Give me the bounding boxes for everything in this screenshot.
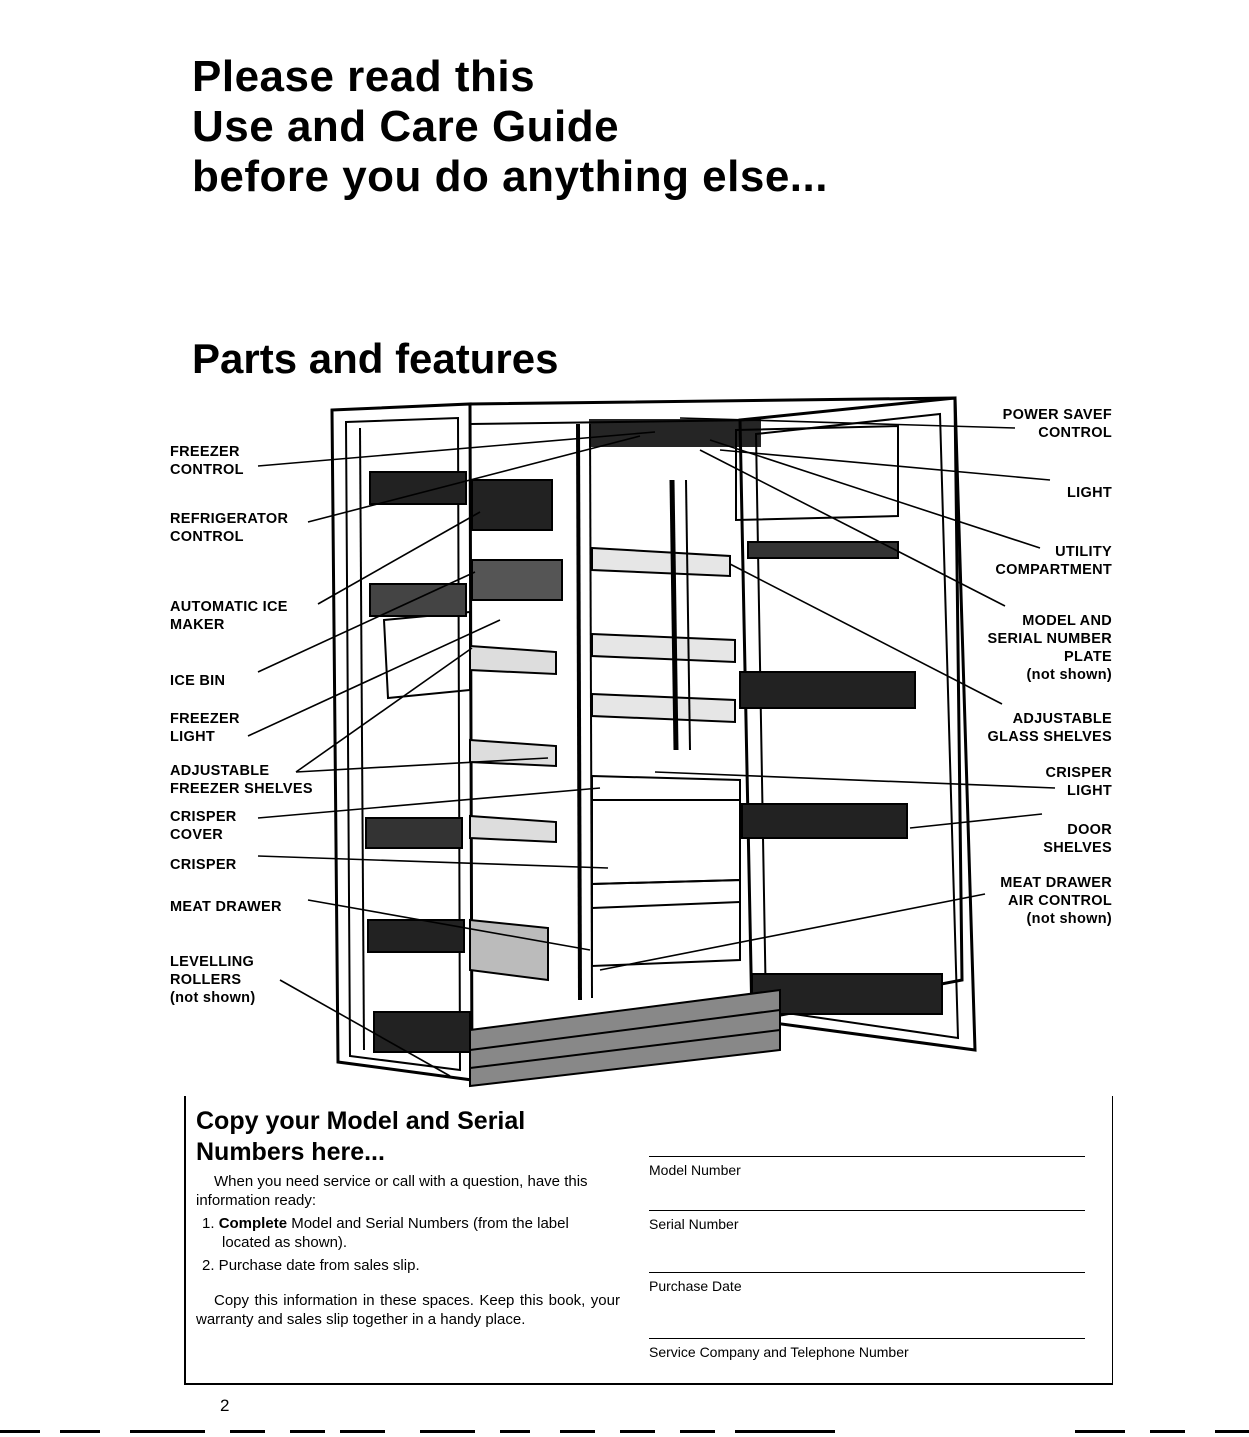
model-serial-info-box: Copy your Model and Serial Numbers here.…: [184, 1096, 1113, 1385]
intro-text: When you need service or call with a que…: [196, 1172, 620, 1210]
headline: Please read this Use and Care Guide befo…: [192, 52, 828, 202]
info-box-instructions: When you need service or call with a que…: [196, 1172, 620, 1329]
callout-meat-drawer: MEAT DRAWER: [170, 898, 282, 916]
section-title: Parts and features: [192, 334, 558, 384]
serial-number-field[interactable]: Serial Number: [649, 1210, 1085, 1233]
info-box-heading: Copy your Model and Serial Numbers here.…: [196, 1106, 525, 1168]
step-1: 1. Complete Model and Serial Numbers (fr…: [196, 1214, 620, 1252]
closing-text: Copy this information in these spaces. K…: [196, 1291, 620, 1329]
bottom-edge-marks: [0, 1430, 1249, 1435]
headline-line-2: Use and Care Guide: [192, 102, 828, 152]
model-number-field[interactable]: Model Number: [649, 1156, 1085, 1179]
page-number: 2: [220, 1396, 229, 1416]
callout-ice-bin: ICE BIN: [170, 672, 225, 690]
headline-line-1: Please read this: [192, 52, 828, 102]
refrigerator-cabinet: [332, 398, 975, 1086]
step-2: 2. Purchase date from sales slip.: [196, 1256, 620, 1275]
callout-light: LIGHT: [1067, 484, 1112, 502]
callout-crisper: CRISPER: [170, 856, 237, 874]
headline-line-3: before you do anything else...: [192, 152, 828, 202]
service-company-field[interactable]: Service Company and Telephone Number: [649, 1338, 1085, 1361]
purchase-date-field[interactable]: Purchase Date: [649, 1272, 1085, 1295]
